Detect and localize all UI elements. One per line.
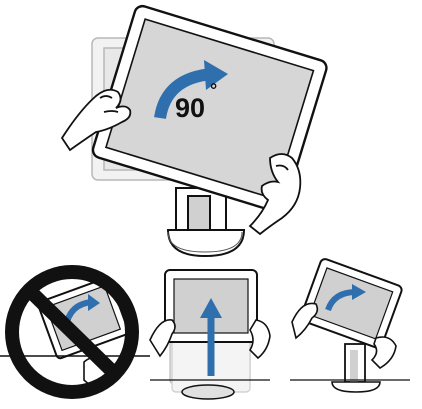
prohibited-panel — [0, 272, 150, 392]
right-panel-right-hand-icon — [372, 337, 396, 368]
raise-height-panel — [150, 270, 270, 399]
degree-symbol: ° — [210, 80, 217, 100]
rotate-raised-panel — [290, 258, 410, 392]
rotation-angle-label: 90 — [175, 93, 205, 123]
main-rotation-panel: 90 ° — [62, 4, 328, 256]
mid-right-hand-icon — [250, 320, 270, 358]
